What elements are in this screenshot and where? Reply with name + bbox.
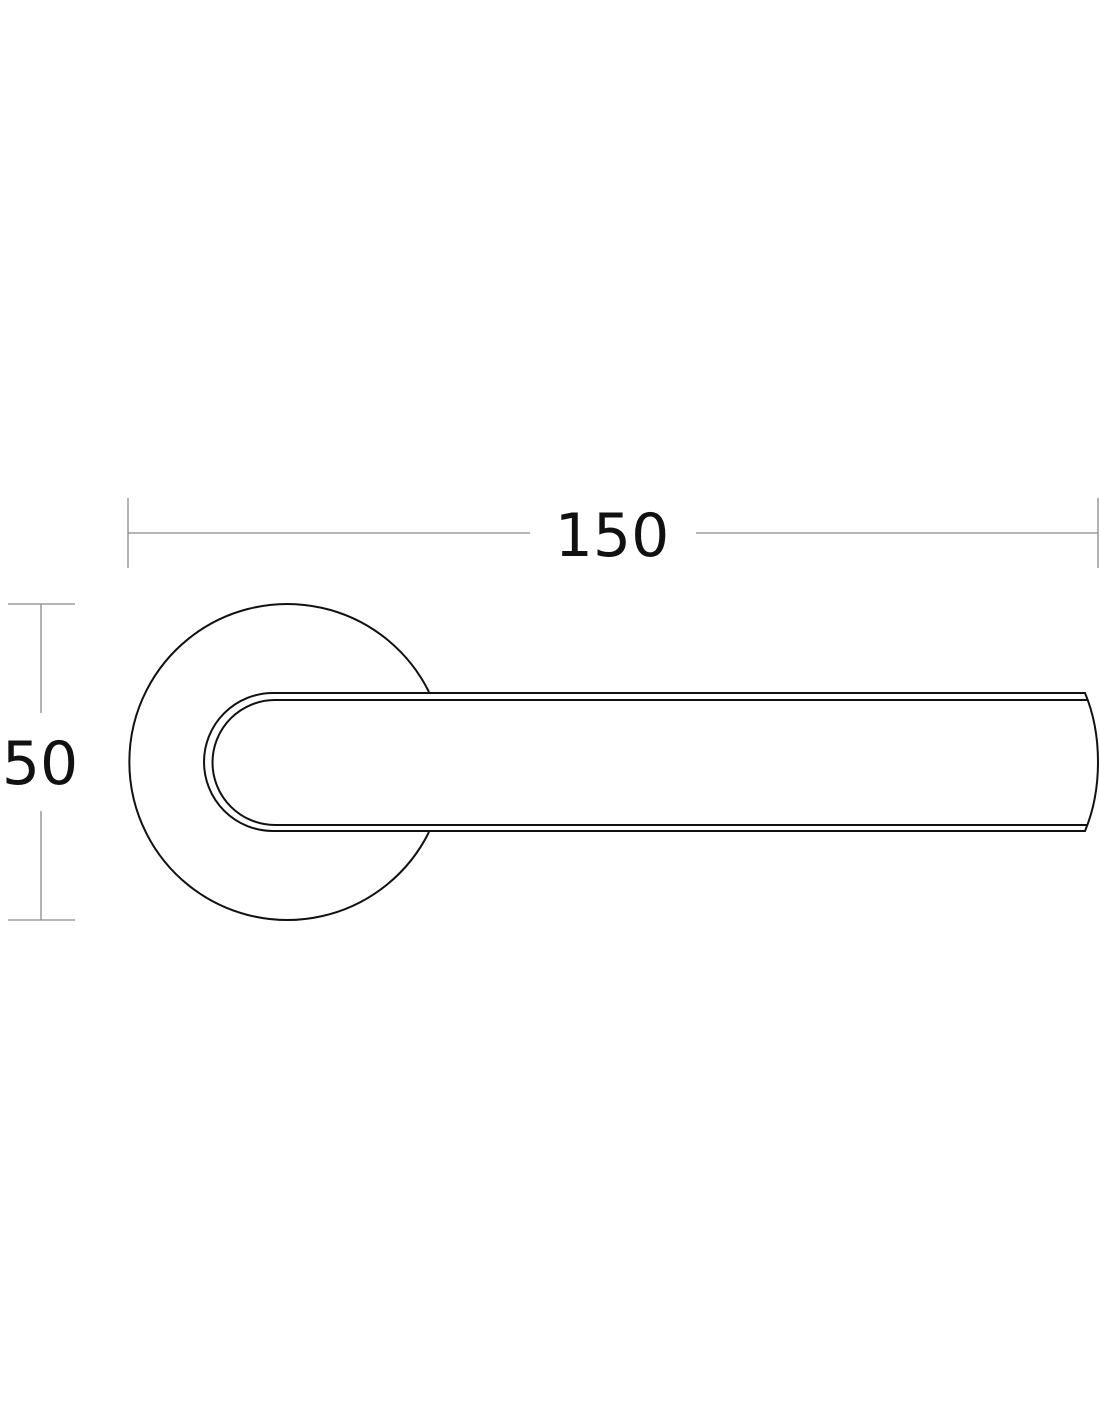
length-dimension — [127, 498, 1099, 568]
rose-diameter-label: 50 — [2, 729, 78, 799]
lever-inner-outline — [211, 699, 1088, 826]
rose-outline — [128, 603, 430, 921]
length-label: 150 — [555, 501, 670, 571]
rose-dimension — [8, 603, 75, 921]
lever-outer-outline — [203, 692, 1100, 832]
